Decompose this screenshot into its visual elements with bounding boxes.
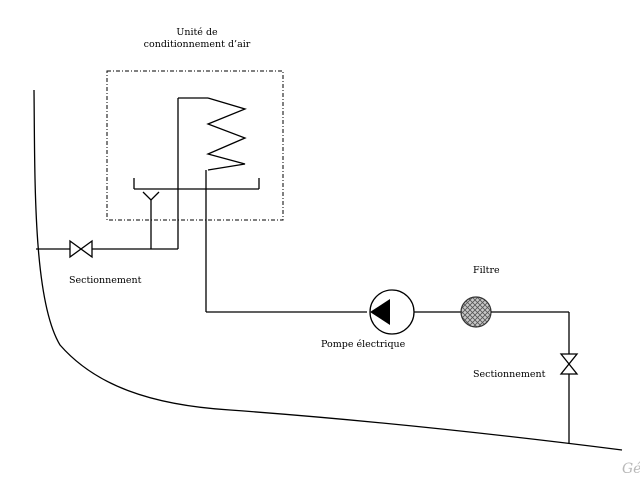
gate-valve-icon bbox=[559, 353, 579, 375]
signature-mark: Gé bbox=[622, 461, 640, 477]
air-conditioning-unit-box bbox=[106, 70, 284, 221]
unit-label-line1: Unité de bbox=[176, 27, 218, 38]
pump-icon bbox=[369, 289, 415, 335]
pump-label: Pompe électrique bbox=[321, 339, 406, 350]
valve-left-label: Sectionnement bbox=[69, 275, 142, 286]
heat-exchanger-coil-icon bbox=[206, 97, 247, 171]
tank-outline bbox=[33, 89, 623, 451]
unit-label-line2: conditionnement d’air bbox=[144, 39, 251, 50]
gate-valve-icon bbox=[69, 239, 93, 259]
valve-right-label: Sectionnement bbox=[473, 369, 546, 380]
filter-label: Filtre bbox=[473, 265, 500, 276]
distributor-head bbox=[142, 191, 160, 201]
filter-icon bbox=[460, 296, 492, 328]
